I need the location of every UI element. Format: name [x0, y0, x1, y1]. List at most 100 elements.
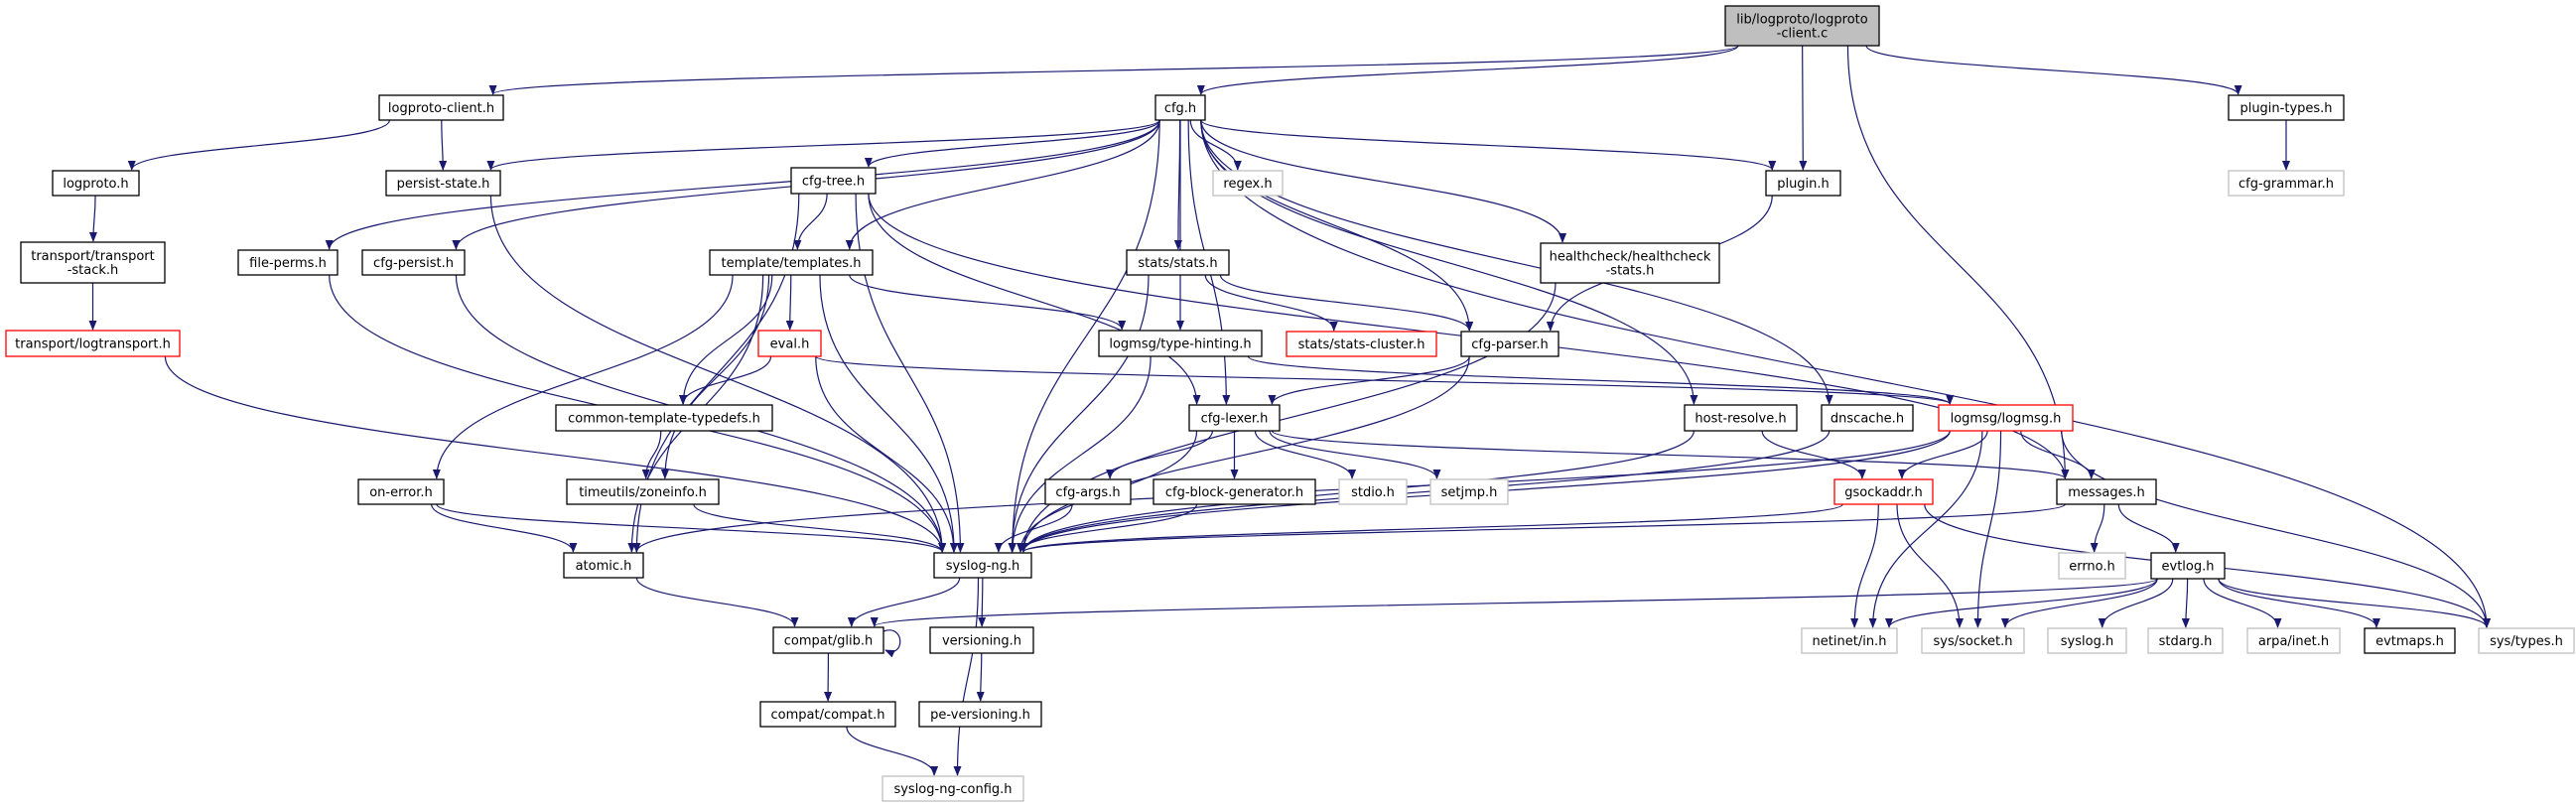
- edge-cfg-to-templates: [845, 119, 1160, 250]
- node-host-resolve[interactable]: host-resolve.h: [1684, 404, 1798, 432]
- edge-logmsg-to-netinet-in: [1868, 430, 1983, 628]
- node-file-perms[interactable]: file-perms.h: [237, 249, 339, 276]
- node-box: [361, 249, 466, 276]
- edge-evtlog-to-stdarg: [2181, 578, 2190, 628]
- node-label: persist-state.h: [397, 177, 490, 192]
- node-box: [1684, 404, 1798, 432]
- node-box: [563, 552, 644, 579]
- edge-eval-to-logmsg: [815, 355, 1954, 405]
- node-box: [1098, 330, 1263, 357]
- edge-templates-to-on-error: [432, 274, 734, 479]
- node-templates[interactable]: template/templates.h: [709, 249, 874, 276]
- edge-logmsg-to-messages: [2020, 430, 2096, 479]
- node-label: syslog-ng-config.h: [893, 782, 1012, 797]
- node-persist-state[interactable]: persist-state.h: [385, 170, 501, 197]
- node-pe-versioning[interactable]: pe-versioning.h: [918, 701, 1042, 728]
- node-messages[interactable]: messages.h: [2056, 478, 2157, 505]
- edge-logtransport-to-syslog-ng: [164, 355, 947, 553]
- node-plugin[interactable]: plugin.h: [1765, 170, 1841, 197]
- node-label: errno.h: [2069, 560, 2115, 575]
- node-sys-socket: sys/socket.h: [1921, 627, 2025, 654]
- node-cfg-persist[interactable]: cfg-persist.h: [361, 249, 466, 276]
- node-box: [357, 478, 445, 505]
- edge-cfg-tree-to-cfg-lexer: [868, 193, 1201, 405]
- node-box: [772, 626, 884, 654]
- node-common-template-typedefs[interactable]: common-template-typedefs.h: [555, 404, 773, 432]
- edge-messages-to-evtlog: [2117, 503, 2180, 553]
- edge-cfg-to-regex: [1189, 119, 1242, 171]
- node-syslog-ng[interactable]: syslog-ng.h: [933, 552, 1032, 579]
- node-box: [1044, 478, 1132, 505]
- edge-compat-glib-to-compat-glib: [882, 629, 901, 658]
- edge-cfg-to-plugin: [1200, 119, 1777, 171]
- edge-root-to-logproto-client: [489, 45, 1739, 95]
- edge-gsockaddr-to-syslog-ng: [1019, 503, 1843, 553]
- node-box: [566, 478, 720, 505]
- edge-type-hinting-to-logmsg: [1247, 355, 1954, 405]
- edge-templates-to-eval: [785, 274, 794, 331]
- node-logtransport[interactable]: transport/logtransport.h: [5, 330, 181, 357]
- node-box: [2058, 552, 2126, 580]
- edge-cfg-to-persist-state: [486, 119, 1160, 171]
- node-box: [1833, 478, 1934, 505]
- node-box: [790, 167, 877, 195]
- node-box: [1126, 249, 1230, 276]
- node-box: [2147, 627, 2224, 654]
- node-box: [237, 249, 339, 276]
- node-zoneinfo[interactable]: timeutils/zoneinfo.h: [566, 478, 720, 505]
- node-syslog-ng-config: syslog-ng-config.h: [881, 775, 1024, 802]
- node-label: transport/transport: [31, 249, 155, 264]
- node-eval[interactable]: eval.h: [757, 330, 822, 357]
- node-logproto[interactable]: logproto.h: [52, 170, 140, 197]
- edge-logmsg-to-sys-types: [2061, 430, 2491, 628]
- node-cfg[interactable]: cfg.h: [1154, 94, 1206, 121]
- node-transport-stack[interactable]: transport/transport-stack.h: [20, 241, 166, 284]
- node-evtlog[interactable]: evtlog.h: [2150, 552, 2226, 580]
- node-box: [1821, 404, 1914, 432]
- node-atomic[interactable]: atomic.h: [563, 552, 644, 579]
- node-healthcheck[interactable]: healthcheck/healthcheck-stats.h: [1540, 242, 1720, 284]
- node-label: netinet/in.h: [1813, 634, 1887, 649]
- node-compat-glib[interactable]: compat/glib.h: [772, 626, 884, 654]
- node-evtmaps[interactable]: evtmaps.h: [2364, 627, 2456, 654]
- node-stats[interactable]: stats/stats.h: [1126, 249, 1230, 276]
- node-box: [20, 241, 166, 284]
- edge-root-to-messages: [1846, 45, 2070, 479]
- node-logproto-client[interactable]: logproto-client.h: [378, 94, 504, 121]
- node-label: logproto-client.h: [388, 101, 494, 116]
- node-label: cfg-tree.h: [802, 175, 865, 190]
- node-gsockaddr[interactable]: gsockaddr.h: [1833, 478, 1934, 505]
- node-cfg-tree[interactable]: cfg-tree.h: [790, 167, 877, 195]
- node-sys-types: sys/types.h: [2478, 627, 2575, 654]
- edge-type-hinting-to-syslog-ng: [1008, 355, 1152, 553]
- node-arpa-inet: arpa/inet.h: [2246, 627, 2341, 654]
- node-versioning[interactable]: versioning.h: [929, 626, 1034, 654]
- node-stats-cluster[interactable]: stats/stats-cluster.h: [1286, 331, 1437, 357]
- node-cfg-parser[interactable]: cfg-parser.h: [1460, 331, 1559, 357]
- node-cfg-args[interactable]: cfg-args.h: [1044, 478, 1132, 505]
- node-type-hinting[interactable]: logmsg/type-hinting.h: [1098, 330, 1263, 357]
- node-label: pe-versioning.h: [930, 708, 1030, 723]
- edge-stats-to-cfg-parser: [1219, 274, 1474, 332]
- node-logmsg[interactable]: logmsg/logmsg.h: [1938, 404, 2074, 432]
- node-box: [1724, 5, 1880, 47]
- node-cfg-block-generator[interactable]: cfg-block-generator.h: [1152, 478, 1316, 505]
- node-box: [1286, 331, 1437, 357]
- edge-root-to-plugin: [1799, 45, 1808, 171]
- node-dnscache[interactable]: dnscache.h: [1821, 404, 1914, 432]
- node-label: on-error.h: [369, 485, 433, 500]
- edge-eval-to-syslog-ng: [815, 355, 958, 553]
- node-compat-compat[interactable]: compat/compat.h: [759, 701, 896, 728]
- node-label: stats/stats-cluster.h: [1298, 337, 1425, 352]
- node-plugin-types[interactable]: plugin-types.h: [2228, 94, 2345, 121]
- node-root[interactable]: lib/logproto/logproto-client.c: [1724, 5, 1880, 47]
- edge-evtlog-to-sys-types: [2218, 578, 2491, 628]
- edge-cfg-tree-to-templates: [793, 193, 828, 250]
- node-on-error[interactable]: on-error.h: [357, 478, 445, 505]
- node-cfg-lexer[interactable]: cfg-lexer.h: [1188, 404, 1281, 432]
- node-label: compat/compat.h: [771, 708, 885, 723]
- node-label: regex.h: [1223, 177, 1272, 192]
- edge-syslog-ng-to-syslog-ng-config: [953, 577, 980, 776]
- edge-compat-compat-to-syslog-ng-config: [846, 726, 939, 776]
- nodes-layer: lib/logproto/logproto-client.c logproto-c…: [5, 5, 2575, 802]
